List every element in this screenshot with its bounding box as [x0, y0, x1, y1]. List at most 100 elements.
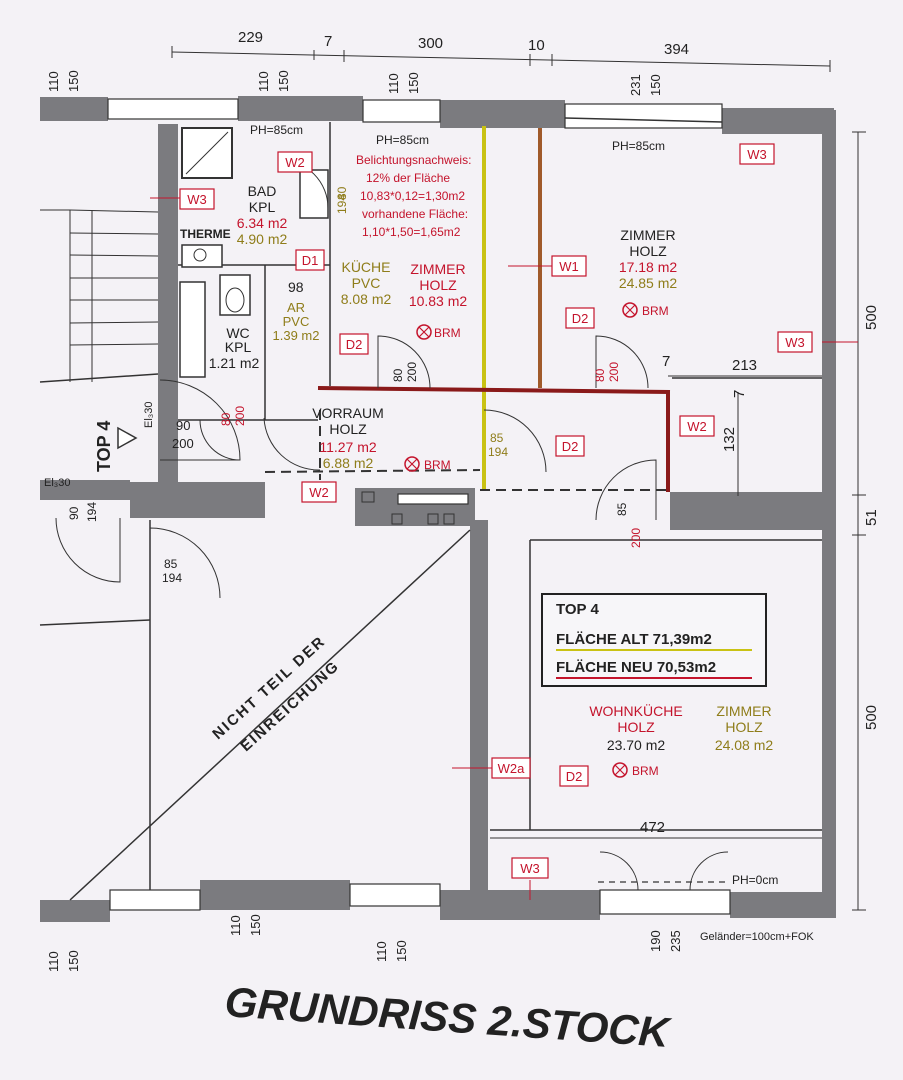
- toilet-bowl-icon: [225, 287, 245, 313]
- stair-top: [69, 209, 159, 213]
- summary-area-old: FLÄCHE ALT 71,39m2: [556, 631, 712, 648]
- brm-icon-cross: [624, 304, 636, 316]
- entry-arrow-icon: [117, 426, 138, 450]
- ph-label-balcony: PH=0cm: [732, 873, 778, 887]
- tag-d2-label: D2: [566, 769, 583, 784]
- dim-right-51: 51: [863, 509, 880, 526]
- stair-step: [69, 254, 159, 257]
- room-area-old: 4.90 m2: [237, 231, 288, 247]
- win-mark-110: 110: [46, 951, 61, 972]
- shaft-icon: [391, 513, 403, 525]
- tag-w2: [679, 415, 715, 437]
- brm-icon: [404, 456, 420, 472]
- room-name: WOHNKÜCHE: [589, 702, 682, 719]
- dim-top-394: 394: [664, 41, 689, 58]
- door-mark: 85: [490, 431, 504, 445]
- room-name: BAD: [248, 183, 277, 199]
- tag-d2: [339, 333, 369, 355]
- win-mark-110: 110: [386, 73, 401, 94]
- room-floor: HOLZ: [419, 277, 457, 293]
- wall-top-4: [722, 108, 834, 134]
- win-mark-235: 235: [668, 930, 683, 952]
- win-mark-150: 150: [66, 950, 81, 972]
- tag-d2-label: D2: [562, 439, 579, 454]
- ph-label-zimmer: PH=85cm: [612, 139, 665, 153]
- summary-box: [541, 593, 767, 687]
- brm-icon-cross: [418, 326, 430, 338]
- door-mark-90: 90: [67, 506, 81, 520]
- win-mark-110: 110: [46, 71, 61, 92]
- win-mark-110: 110: [228, 915, 243, 936]
- door-marks: 80 194 80 200 80 200 85 194 85 194 90 20…: [162, 186, 643, 585]
- stair-step: [69, 321, 159, 324]
- belichtung-line: 12% der Fläche: [366, 171, 450, 185]
- window-bottom-balcony: [599, 889, 731, 915]
- window-top-3: [564, 103, 723, 129]
- tag-w3: [777, 331, 813, 353]
- door-mark: 80: [593, 368, 607, 382]
- wall-mid-left: [130, 482, 265, 518]
- stair-bottom-line: [39, 373, 159, 383]
- wall-bottom-1: [40, 900, 110, 922]
- wall-mid-right: [670, 492, 822, 530]
- tag-d2-label: D2: [346, 337, 363, 352]
- wall-lower-left-h: [39, 619, 151, 626]
- room-name: VORRAUM: [312, 405, 384, 421]
- room-area-old: 6.88 m2: [323, 455, 374, 471]
- win-mark-150: 150: [406, 72, 421, 94]
- room-floor: KPL: [249, 199, 276, 215]
- dim-132: 132: [721, 427, 738, 452]
- brm-label: BRM: [632, 764, 659, 778]
- brm-label: BRM: [424, 458, 451, 472]
- brm-icon: [622, 302, 638, 318]
- ph-label-bath: PH=85cm: [250, 123, 303, 137]
- door-swing-ar: [263, 417, 321, 471]
- wall-top-1: [40, 97, 108, 121]
- win-mark-150: 150: [248, 914, 263, 936]
- door-swing-kuche: [377, 335, 431, 389]
- tag-d1: [295, 249, 325, 271]
- therme-label: THERME: [180, 227, 231, 241]
- brm-label: BRM: [642, 304, 669, 318]
- window-bottom-2: [349, 883, 441, 907]
- shaft-icon: [361, 491, 375, 503]
- tag-w2-label: W2: [687, 419, 707, 434]
- brm-label: BRM: [434, 326, 461, 340]
- room-wc: WC KPL 1.21 m2: [209, 325, 260, 371]
- brm-icon: [416, 324, 432, 340]
- belichtung-line: vorhandene Fläche:: [362, 207, 468, 221]
- door-mark: 194: [488, 445, 508, 459]
- door-swing-entry: [159, 379, 241, 461]
- window-top-1: [107, 98, 239, 120]
- fixtures: [179, 127, 469, 525]
- tag-w2-label: W2: [309, 485, 329, 500]
- window-top-2: [362, 99, 441, 123]
- room-zimmer-large: ZIMMER HOLZ 17.18 m2 24.85 m2: [619, 227, 678, 291]
- tag-d2: [555, 435, 585, 457]
- door-mark: 80: [219, 412, 233, 426]
- door-mark: 80: [335, 186, 349, 200]
- win-mark-190: 190: [648, 930, 663, 952]
- tag-d2-label: D2: [572, 311, 589, 326]
- room-area: 1.21 m2: [209, 355, 260, 371]
- room-floor: PVC: [352, 275, 381, 291]
- balcony-door-right: [689, 851, 729, 891]
- tag-d1-label: D1: [302, 253, 319, 268]
- room-area: 1.39 m2: [273, 328, 320, 343]
- tag-w3-label: W3: [187, 192, 207, 207]
- win-mark-110: 110: [374, 941, 389, 962]
- room-area: 24.08 m2: [715, 737, 774, 753]
- exclusion-diagonal: [69, 529, 471, 901]
- tag-w2a: [491, 757, 531, 779]
- dim-right-500a: 500: [863, 305, 880, 330]
- room-floor: PVC: [283, 314, 310, 329]
- door-swing-left: [55, 517, 121, 583]
- belichtung-note: Belichtungsnachweis: 12% der Fläche 10,8…: [356, 153, 471, 239]
- win-mark-110: 110: [256, 71, 271, 92]
- room-vorraum: VORRAUM HOLZ 11.27 m2 6.88 m2: [312, 405, 384, 471]
- drawing-title: GRUNDRISS 2.STOCK: [223, 978, 673, 1056]
- belichtung-line: Belichtungsnachweis:: [356, 153, 471, 167]
- dim-7a: 7: [662, 353, 670, 370]
- room-name: ZIMMER: [410, 261, 465, 277]
